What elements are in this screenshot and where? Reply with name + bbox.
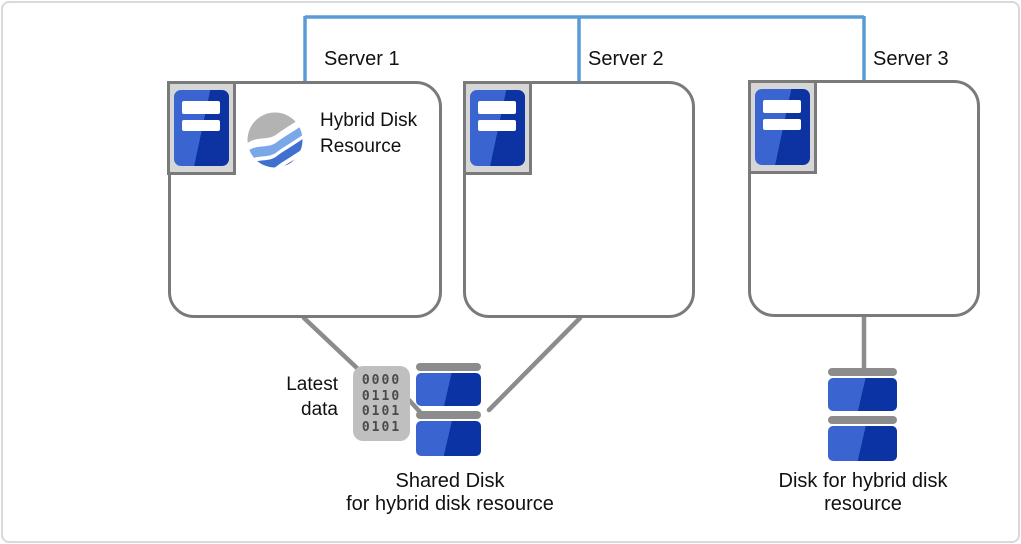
disk-cap bbox=[828, 416, 897, 424]
server3-label: Server 3 bbox=[873, 48, 949, 70]
caption-line: resource bbox=[824, 493, 902, 515]
shared-disk-icon bbox=[416, 363, 481, 456]
hybrid-disk-icon bbox=[828, 368, 897, 461]
server1-icon bbox=[167, 81, 236, 175]
server-slot-bar bbox=[478, 120, 516, 131]
disk-cap bbox=[416, 363, 481, 371]
caption-line: Shared Disk bbox=[395, 470, 505, 492]
server-slot-bar bbox=[182, 101, 220, 114]
server1-label: Server 1 bbox=[324, 48, 400, 70]
server-glyph bbox=[470, 90, 525, 166]
hybrid-disk-caption: Disk for hybrid disk resource bbox=[743, 470, 983, 516]
disk-platter bbox=[828, 378, 897, 411]
server-glyph bbox=[174, 90, 229, 166]
binary-row: 0110 bbox=[361, 388, 402, 404]
binary-data-icon: 0000 0110 0101 0101 bbox=[353, 366, 410, 441]
server-slot-bar bbox=[182, 120, 220, 131]
network-line bbox=[303, 15, 866, 81]
caption-line: Disk for hybrid disk bbox=[778, 470, 948, 492]
latest-data-label: Latest data bbox=[286, 374, 338, 420]
server-slot-bar bbox=[478, 101, 516, 114]
server-glyph bbox=[755, 89, 810, 165]
disk-platter bbox=[416, 373, 481, 406]
hybrid-disk-resource-label: Hybrid Disk Resource bbox=[320, 110, 418, 157]
hybrid-disk-resource-icon bbox=[247, 112, 303, 168]
binary-to-shared-disk-line bbox=[406, 397, 423, 415]
disk-cap bbox=[828, 368, 897, 376]
server2-icon bbox=[463, 81, 532, 175]
disk-platter bbox=[828, 426, 897, 461]
disk-cap bbox=[416, 411, 481, 419]
server2-label: Server 2 bbox=[588, 48, 664, 70]
disk-platter bbox=[416, 421, 481, 456]
shared-disk-caption: Shared Disk for hybrid disk resource bbox=[330, 470, 570, 516]
server-slot-bar bbox=[763, 119, 801, 130]
server-slot-bar bbox=[763, 100, 801, 113]
caption-line: for hybrid disk resource bbox=[346, 493, 554, 515]
server1-to-shared-disk-line bbox=[301, 315, 361, 372]
server3-icon bbox=[748, 80, 817, 174]
binary-row: 0000 bbox=[361, 373, 402, 388]
binary-row: 0101 bbox=[361, 404, 402, 419]
server2-to-shared-disk-line bbox=[486, 315, 583, 413]
binary-row: 0101 bbox=[361, 419, 402, 435]
